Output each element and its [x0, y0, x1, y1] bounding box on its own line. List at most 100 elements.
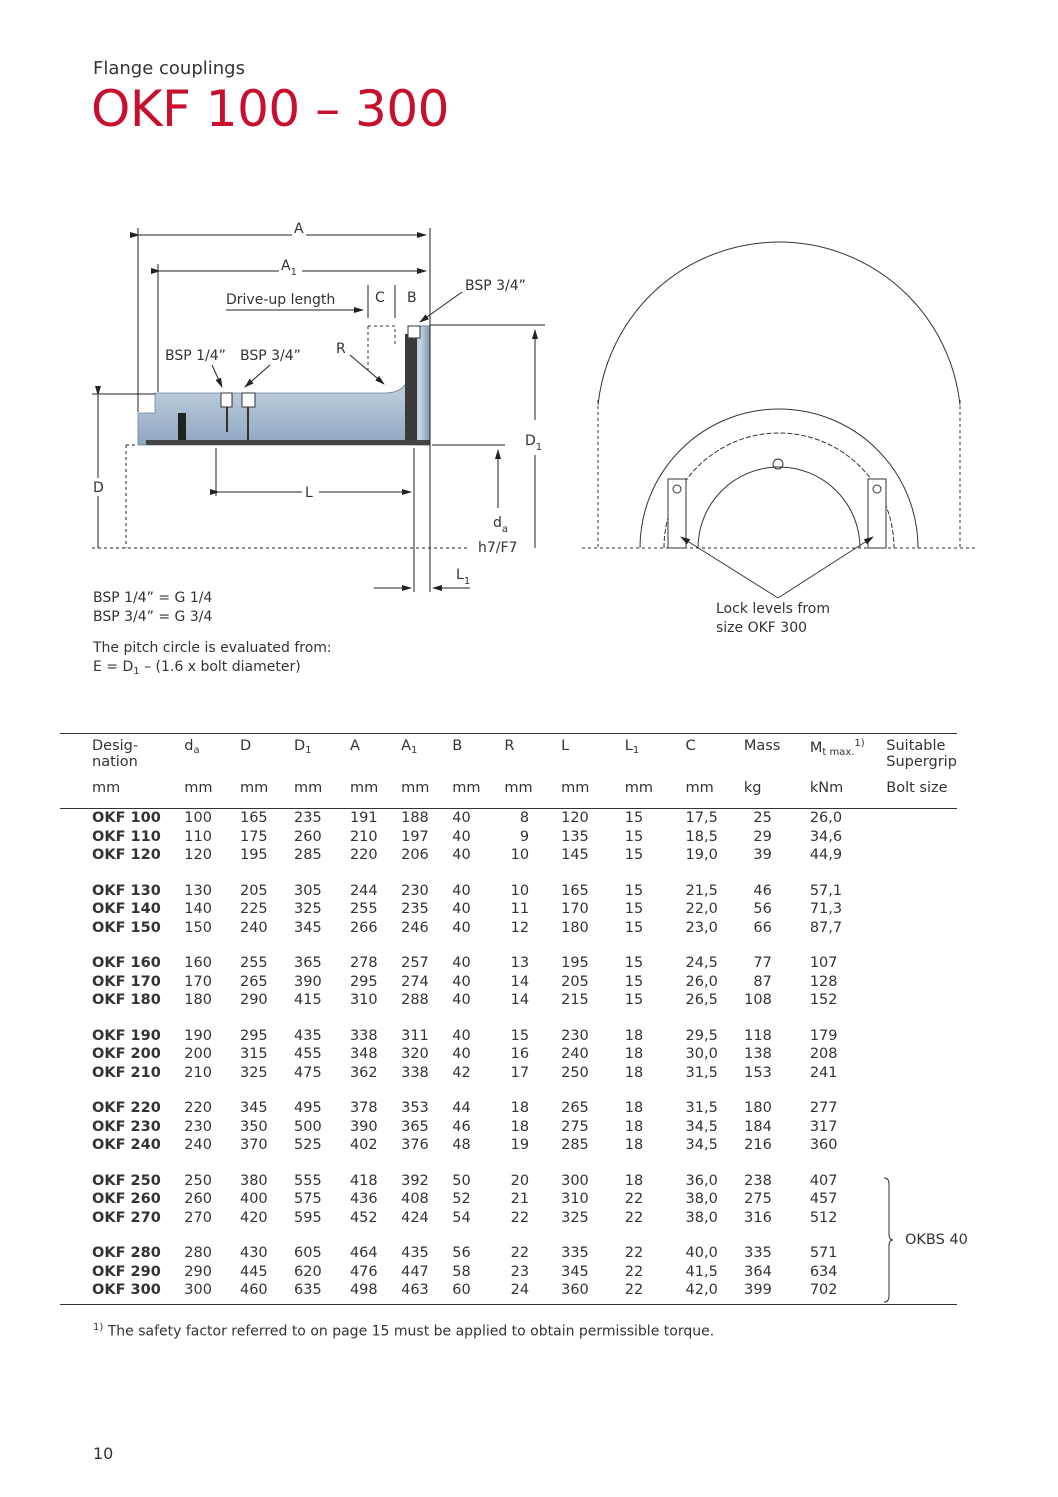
value-cell: 42,0 [685, 1281, 744, 1305]
value-cell: 452 [349, 1209, 378, 1226]
label-a: A [294, 221, 304, 237]
value-cell: 240 [184, 1137, 212, 1153]
value-cell: 180 [561, 919, 589, 936]
value-cell: 634 [809, 1263, 838, 1280]
value-cell: 135 [561, 828, 589, 845]
value-cell: 15 [624, 919, 644, 936]
value-cell: 191 [349, 810, 378, 826]
value-cell: 575 [294, 1191, 322, 1207]
value-cell: 250 [184, 1172, 212, 1189]
value-cell: 408 [401, 1191, 429, 1207]
designation-cell: OKF 170 [92, 973, 161, 990]
unit-cell: mm [452, 780, 505, 809]
value-cell: 338 [401, 1064, 429, 1081]
value-cell: 19,0 [685, 847, 718, 863]
value-cell: 24,5 [685, 955, 718, 971]
value-cell: 275 [744, 1191, 772, 1207]
value-cell: 160 [184, 955, 212, 971]
value-cell: 476 [349, 1263, 378, 1280]
label-bsp34-top: BSP 3/4” [465, 278, 526, 294]
value-cell: 620 [294, 1263, 322, 1280]
value-cell: 240 [561, 1046, 589, 1062]
value-cell: 18 [624, 1118, 644, 1135]
label-da-tolerance: h7/F7 [478, 540, 517, 556]
value-cell: 18 [624, 1064, 644, 1081]
spacer-cell [60, 1082, 957, 1099]
value-cell: 350 [239, 1118, 268, 1135]
value-cell [886, 1045, 957, 1064]
lock-levels-note: Lock levels from size OKF 300 [716, 600, 830, 638]
value-cell: 22 [624, 1281, 686, 1305]
value-cell: 500 [294, 1118, 322, 1135]
value-cell: 175 [239, 828, 268, 845]
value-cell: 8 [519, 810, 530, 826]
value-cell: 325 [561, 1209, 589, 1226]
value-cell: 34,6 [809, 828, 843, 845]
value-cell: 390 [294, 973, 322, 990]
value-cell: 320 [401, 1046, 429, 1062]
value-cell: 108 [744, 992, 772, 1008]
value-cell: 455 [294, 1046, 322, 1062]
value-cell: 257 [401, 955, 429, 971]
value-cell: 31,5 [685, 1100, 718, 1116]
footnote: 1) The safety factor referred to on page… [93, 1322, 715, 1340]
value-cell: 270 [184, 1209, 212, 1226]
dimension-lines [92, 228, 545, 592]
value-cell: 38,0 [685, 1191, 718, 1207]
value-cell: 22,0 [685, 901, 718, 917]
value-cell [886, 1027, 957, 1046]
value-cell: 380 [239, 1172, 268, 1189]
unit-cell: mm [685, 780, 744, 809]
value-cell: 150 [184, 919, 212, 936]
value-cell: 288 [401, 992, 429, 1008]
value-cell: 241 [809, 1064, 838, 1081]
value-cell: 317 [809, 1118, 838, 1135]
value-cell: 15 [624, 882, 644, 899]
group-spacer [60, 1082, 957, 1099]
value-cell: 23,0 [685, 919, 718, 936]
unit-cell: mm [349, 780, 402, 809]
designation-cell: OKF 140 [92, 901, 161, 917]
value-cell: 40,0 [685, 1245, 718, 1261]
label-l: L [305, 485, 313, 501]
value-cell: 266 [349, 919, 378, 936]
unit-cell: mm [401, 780, 453, 809]
coupling-diagram: A A1 Drive-up length C B BSP 3/4” R BSP … [92, 221, 976, 599]
value-cell: 420 [239, 1209, 268, 1226]
value-cell: 41,5 [685, 1263, 718, 1280]
group-spacer [60, 1155, 957, 1172]
value-cell: 128 [809, 973, 838, 990]
pitch-formula: E = D1 – (1.6 x bolt diameter) [93, 659, 301, 677]
label-r: R [336, 341, 346, 357]
value-cell: 447 [401, 1263, 429, 1280]
value-cell: 275 [561, 1118, 589, 1135]
value-cell: 464 [349, 1245, 378, 1261]
unit-cell: kNm [809, 780, 887, 809]
designation-cell: OKF 190 [92, 1027, 161, 1044]
value-cell: 220 [349, 847, 378, 863]
value-cell: 457 [809, 1191, 838, 1207]
value-cell: 10 [510, 882, 530, 899]
value-cell [886, 1136, 957, 1155]
value-cell: 230 [401, 882, 429, 899]
col-d: D [239, 733, 294, 780]
value-cell: 11 [510, 901, 530, 917]
value-cell: 22 [624, 1263, 644, 1280]
value-cell: 46 [753, 882, 772, 899]
value-cell: 195 [561, 955, 589, 971]
value-cell: 44,9 [809, 847, 843, 863]
value-cell: 197 [401, 828, 429, 845]
value-cell [886, 991, 957, 1010]
value-cell: 460 [239, 1281, 294, 1305]
value-cell: 153 [744, 1064, 772, 1081]
value-cell: 255 [349, 901, 378, 917]
label-a1: A1 [281, 258, 297, 278]
value-cell: 345 [561, 1263, 589, 1280]
value-cell: 244 [349, 882, 378, 899]
